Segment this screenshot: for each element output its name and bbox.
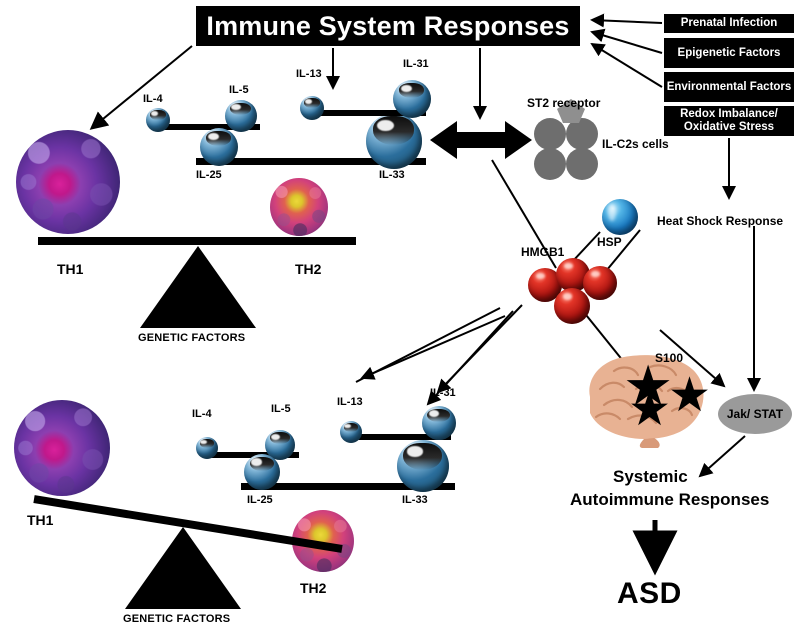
ilc2-cell-2: [566, 118, 598, 150]
risk-factor-epigenetic: Epigenetic Factors: [664, 38, 794, 68]
sphere-il4-lower: [196, 437, 218, 459]
sphere-il4: [146, 108, 170, 132]
arrow-title-to-th1: [89, 45, 193, 130]
ilc2-cell-1: [534, 118, 566, 150]
label-il5: IL-5: [229, 84, 249, 96]
label-th2-lower: TH2: [300, 580, 327, 596]
cell-th2-upper: [270, 178, 328, 236]
cell-th1-upper: [16, 130, 120, 234]
label-il33: IL-33: [379, 169, 405, 181]
label-il4-lower: IL-4: [192, 408, 212, 420]
label-asd: ASD: [617, 577, 682, 610]
page-title: Immune System Responses: [196, 6, 580, 46]
cell-th1-lower: [14, 400, 110, 496]
fulcrum-upper: [140, 246, 256, 328]
label-il4: IL-4: [143, 93, 163, 105]
jak-stat-node: Jak/ STAT: [718, 394, 792, 434]
label-il13-lower: IL-13: [337, 396, 363, 408]
label-heat-shock-response: Heat Shock Response: [657, 214, 784, 228]
s100-star-2: ★: [668, 369, 712, 422]
label-s100: S100: [655, 351, 684, 365]
bar-il4-il5: [160, 124, 260, 130]
ilc2-cell-4: [566, 148, 598, 180]
label-st2-receptor: ST2 receptor: [527, 96, 601, 110]
label-il13: IL-13: [296, 68, 322, 80]
bar-il25-il33-lower: [241, 483, 455, 490]
label-il31-lower: IL-31: [430, 387, 456, 399]
sphere-il5: [225, 100, 257, 132]
label-th1-lower: TH1: [27, 512, 54, 528]
arrow-environmental-to-title: [590, 42, 663, 88]
risk-factor-prenatal-infection: Prenatal Infection: [664, 14, 794, 33]
label-il31: IL-31: [403, 58, 429, 70]
s100-star-3: ★: [628, 383, 672, 436]
arrow-hmgb1-to-il13: [436, 304, 523, 394]
label-systemic: Systemic: [613, 467, 688, 486]
sphere-il13: [300, 96, 324, 120]
arrow-hmgb1-to-il33: [360, 315, 506, 380]
label-autoimmune-responses: Autoimmune Responses: [570, 490, 770, 509]
label-genetic-factors-upper: GENETIC FACTORS: [138, 332, 246, 344]
sphere-hmgb1-3: [583, 266, 617, 300]
sphere-il33-lower: [397, 440, 449, 492]
label-th1-upper: TH1: [57, 261, 84, 277]
sphere-hmgb1-4: [554, 288, 590, 324]
brain-illustration: [589, 355, 704, 448]
sphere-hsp: [602, 199, 638, 235]
bar-il25-il33: [196, 158, 426, 165]
arrow-epigenetic-to-title: [590, 28, 663, 54]
label-th2-upper: TH2: [295, 261, 322, 277]
label-il25-lower: IL-25: [247, 494, 273, 506]
label-il25: IL-25: [196, 169, 222, 181]
sphere-il31: [393, 80, 431, 118]
sphere-il25: [200, 128, 238, 166]
risk-factor-environmental: Environmental Factors: [664, 72, 794, 102]
label-genetic-factors-lower: GENETIC FACTORS: [123, 613, 231, 625]
st2-receptor-icon: [557, 99, 585, 123]
sphere-il33: [366, 113, 422, 169]
sphere-il13-lower: [340, 421, 362, 443]
sphere-il31-lower: [422, 406, 456, 440]
label-il33-lower: IL-33: [402, 494, 428, 506]
risk-factor-redox-imbalance: Redox Imbalance/ Oxidative Stress: [664, 106, 794, 136]
arrow-prenatal-to-title: [590, 13, 663, 28]
balance-beam-upper: [38, 237, 356, 245]
label-ilc2-cells: IL-C2s cells: [602, 137, 669, 151]
label-il5-lower: IL-5: [271, 403, 291, 415]
label-hsp: HSP: [597, 235, 622, 249]
sphere-il25-lower: [244, 454, 280, 490]
fulcrum-lower: [125, 527, 241, 609]
ilc2-cell-3: [534, 148, 566, 180]
bar-il13-il31: [308, 110, 426, 116]
label-hmgb1: HMGB1: [521, 245, 565, 259]
arrow-hmgb1-to-lowerbar: [355, 307, 501, 383]
s100-star-1: ★: [623, 354, 674, 417]
bar-il13-il31-lower: [347, 434, 451, 440]
bidirectional-arrow: [430, 121, 532, 159]
